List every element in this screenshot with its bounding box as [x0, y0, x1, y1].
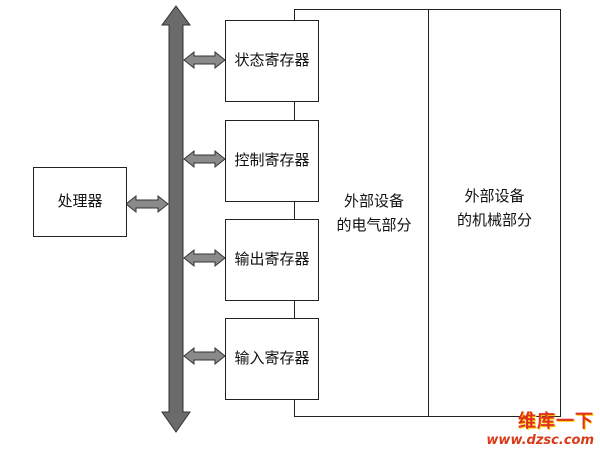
- input-register-label: 输入寄存器: [234, 349, 310, 368]
- control-register-label: 控制寄存器: [234, 151, 310, 170]
- control-register-box: 控制寄存器: [225, 120, 319, 202]
- processor-label: 处理器: [57, 192, 103, 211]
- watermark-brand: 维库一下: [518, 411, 594, 432]
- bus-output-register-arrow: [183, 248, 226, 268]
- electrical-part-line1: 外部设备: [343, 192, 404, 210]
- electrical-part-line2: 的电气部分: [336, 216, 412, 234]
- input-register-box: 输入寄存器: [225, 318, 319, 400]
- status-register-label: 状态寄存器: [234, 51, 310, 70]
- output-register-box: 输出寄存器: [225, 219, 319, 301]
- processor-bus-arrow: [125, 194, 169, 214]
- processor-box: 处理器: [33, 167, 127, 237]
- bus-control-register-arrow: [183, 149, 226, 169]
- mechanical-part-line2: 的机械部分: [456, 211, 532, 229]
- watermark: 维库一下 www.dzsc.com: [486, 407, 594, 448]
- mechanical-part-box: 外部设备 的机械部分: [428, 9, 561, 417]
- bus-status-register-arrow: [183, 50, 226, 70]
- system-bus: [161, 5, 191, 433]
- bus-input-register-arrow: [183, 346, 226, 366]
- mechanical-part-line1: 外部设备: [464, 187, 525, 205]
- watermark-url: www.dzsc.com: [486, 433, 594, 448]
- output-register-label: 输出寄存器: [234, 250, 310, 269]
- status-register-box: 状态寄存器: [225, 20, 319, 102]
